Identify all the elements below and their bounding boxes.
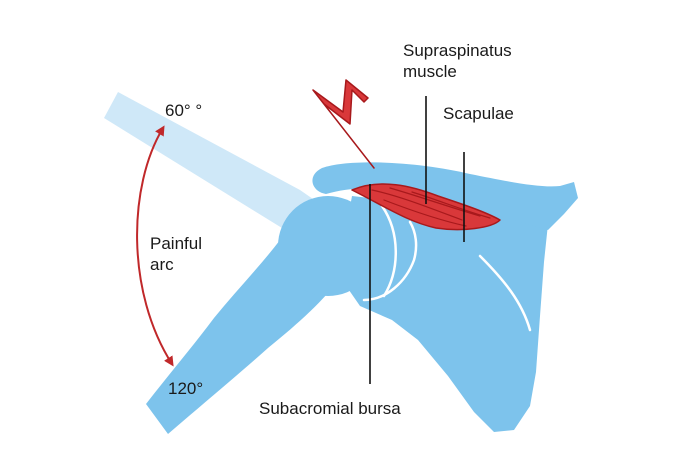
painful-arc-arrow <box>136 125 174 367</box>
muscle-fibers <box>371 187 491 227</box>
scapula-edge-line <box>478 254 532 332</box>
glenoid-line <box>380 204 397 298</box>
lightning-bolt-icon <box>312 79 375 169</box>
glenoid-line-2 <box>362 220 418 302</box>
subacromial-bursa-label: Subacromial bursa <box>259 399 401 418</box>
scapula <box>342 196 548 432</box>
painful-arc-label: Painful arc <box>150 234 202 274</box>
angle-label-top: 60° ° <box>165 101 203 120</box>
scapulae-label: Scapulae <box>443 104 514 123</box>
acromion <box>312 162 578 230</box>
humeral-head <box>278 196 378 296</box>
supraspinatus-label: Supraspinatus muscle <box>403 41 512 81</box>
angle-label-bottom: 120° <box>168 379 204 398</box>
